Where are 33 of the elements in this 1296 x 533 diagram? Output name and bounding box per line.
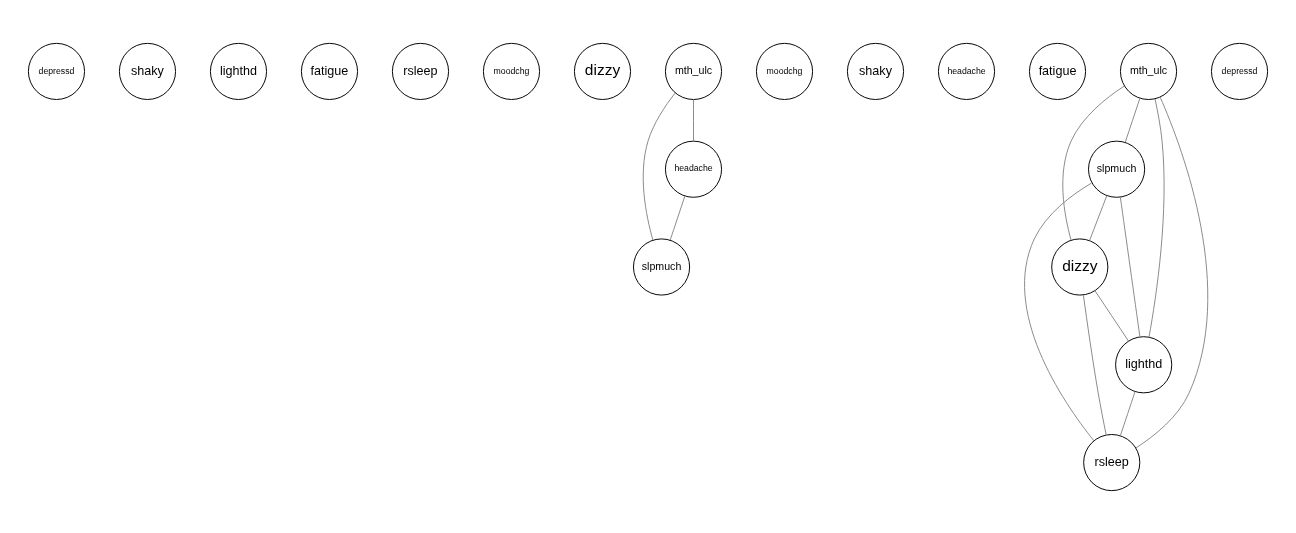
connector (669, 195, 686, 241)
node-circle: fatigue (300, 42, 359, 100)
node-circle: moodchg (482, 42, 541, 100)
node-circle: dizzy (573, 42, 632, 100)
connector (1119, 390, 1136, 436)
connector (1089, 194, 1108, 241)
node-circle: dizzy (1051, 237, 1109, 296)
node-circle: moodchg (755, 42, 814, 100)
connector (1124, 97, 1141, 143)
node-circle: rsleep (391, 42, 450, 100)
node-circle: rsleep (1083, 433, 1141, 491)
node-circle: mth_ulc (1119, 42, 1178, 100)
connector (1062, 85, 1125, 241)
connector (1094, 289, 1129, 341)
connector (1082, 294, 1107, 435)
node-circle: slpmuch (633, 237, 691, 296)
node-circle: depressd (27, 42, 86, 100)
node-circle: fatigue (1028, 42, 1087, 100)
connector (1024, 182, 1095, 441)
node-circle: shaky (118, 42, 177, 100)
node-circle: lighthd (1115, 335, 1173, 393)
connector (1135, 96, 1208, 448)
node-circle: mth_ulc (664, 42, 723, 100)
connector (693, 98, 694, 141)
node-circle: headache (937, 42, 996, 100)
node-circle: headache (664, 140, 723, 198)
connector (642, 92, 676, 241)
connector (1119, 196, 1141, 337)
node-circle: slpmuch (1088, 140, 1146, 198)
node-circle: depressd (1210, 42, 1269, 100)
connector (1148, 98, 1165, 338)
node-circle: lighthd (209, 42, 268, 100)
node-circle: shaky (846, 42, 905, 100)
